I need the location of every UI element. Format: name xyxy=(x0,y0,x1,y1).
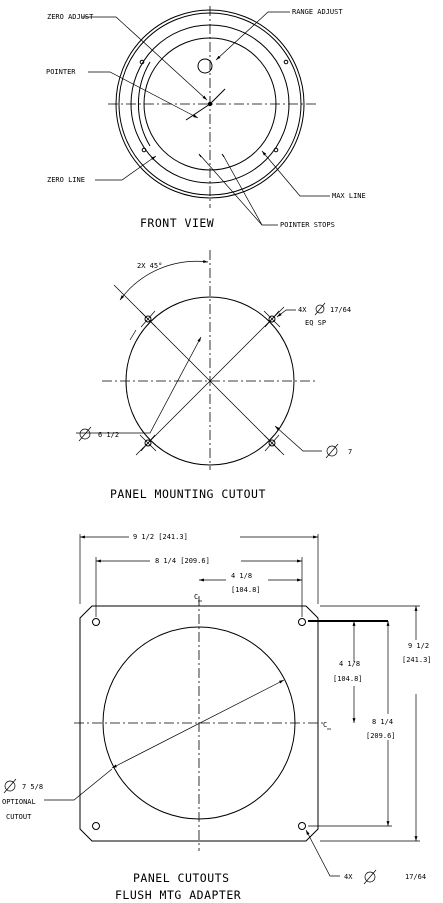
zero-line-arc xyxy=(137,61,151,147)
max-line-leader xyxy=(261,150,330,197)
diameter-icon xyxy=(314,302,326,316)
half-height-in-label: 4 1/8 xyxy=(339,660,360,668)
adapter-hole-size-label: 17/64 xyxy=(405,873,426,881)
optional-label: OPTIONAL xyxy=(2,798,36,806)
pointer-stops-leader-2 xyxy=(222,154,263,226)
adapter-title-1: PANEL CUTOUTS xyxy=(133,871,230,885)
optional-diameter-label: 7 5/8 xyxy=(22,783,43,791)
front-view: ZERO ADJUST RANGE ADJUST POINTER ZERO LI… xyxy=(46,6,366,230)
optional-cutout-circle xyxy=(102,626,296,820)
diagonal-line xyxy=(135,306,285,456)
hole-count-label: 4X xyxy=(298,306,307,314)
inner-diameter-leader xyxy=(76,336,202,434)
adapter-hole-tl xyxy=(92,618,100,626)
bezel-ring-3 xyxy=(130,24,290,184)
range-adjust-label: RANGE ADJUST xyxy=(292,8,343,16)
outer-diameter-leader xyxy=(274,425,322,452)
half-width-in-label: 4 1/8 xyxy=(231,572,252,580)
pointer-tail xyxy=(209,88,226,105)
mounting-hole-tl xyxy=(139,310,157,328)
adapter-plate xyxy=(79,605,319,842)
cutout-label: CUTOUT xyxy=(6,813,32,821)
bezel-screw xyxy=(141,147,147,153)
diameter-icon xyxy=(3,778,17,794)
angle-label: 2X 45° xyxy=(137,262,162,270)
zero-adjust-leader xyxy=(82,16,208,101)
adapter-hole-leader xyxy=(305,829,340,877)
range-adjust-knob xyxy=(197,58,213,74)
pointer-label: POINTER xyxy=(46,68,76,76)
half-width-mm-label: [104.8] xyxy=(231,586,261,594)
half-height-mm-label: [104.8] xyxy=(333,675,363,683)
zero-adjust-label: ZERO ADJUST xyxy=(47,13,94,21)
max-line-label: MAX LINE xyxy=(332,192,366,200)
diameter-icon xyxy=(78,426,92,442)
mounting-cutout-title: PANEL MOUNTING CUTOUT xyxy=(110,487,266,501)
height-total-in-label: 9 1/2 xyxy=(408,642,429,650)
angle-dimension-arc xyxy=(119,259,209,301)
zero-line-leader xyxy=(95,155,157,181)
centerline-symbol: C xyxy=(323,721,327,729)
adapter-hole-bl xyxy=(92,822,100,830)
mounting-hole-br xyxy=(263,434,281,452)
adapter-title-2: FLUSH MTG ADAPTER xyxy=(115,888,241,902)
bezel-screw xyxy=(139,59,145,65)
pointer-hub xyxy=(207,101,213,107)
optional-cutout-leader xyxy=(44,768,113,801)
dial-face xyxy=(143,37,277,171)
centerline-symbol: C xyxy=(194,593,198,601)
outer-diameter-label: 7 xyxy=(348,448,352,456)
bezel-ring-2 xyxy=(118,12,302,196)
height-total-mm-label: [241.3] xyxy=(402,656,432,664)
angle-extension-line xyxy=(129,329,137,341)
hole-size-label: 17/64 xyxy=(330,306,351,314)
height-holes-in-label: 8 1/4 xyxy=(372,718,393,726)
pointer-needle xyxy=(185,103,211,121)
cutout-diameter-line xyxy=(111,679,285,769)
range-adjust-leader xyxy=(215,11,290,61)
mounting-cutout-circle xyxy=(125,296,295,466)
diameter-icon xyxy=(325,443,339,459)
width-total-label: 9 1/2 [241.3] xyxy=(133,533,188,541)
width-holes-label: 8 1/4 [209.6] xyxy=(155,557,210,565)
mounting-hole-bl xyxy=(139,434,157,452)
adapter-hole-br xyxy=(298,822,306,830)
flush-mounting-adapter: C C 9 1/2 [241.3] 8 1/4 [209.6] 4 1/8 [1… xyxy=(2,533,432,902)
pointer-leader xyxy=(88,71,199,119)
inner-diameter-label: 6 1/2 xyxy=(98,431,119,439)
adapter-hole-tr xyxy=(298,618,306,626)
front-view-title: FRONT VIEW xyxy=(140,216,214,230)
eq-sp-label: EQ SP xyxy=(305,319,326,327)
height-holes-mm-label: [209.6] xyxy=(366,732,396,740)
mounting-hole-tr xyxy=(263,310,281,328)
bezel-screw xyxy=(283,59,289,65)
pointer-stops-label: POINTER STOPS xyxy=(280,221,335,229)
zero-line-label: ZERO LINE xyxy=(47,176,85,184)
panel-mounting-cutout: 2X 45° 4X 17/64 EQ SP 6 1/2 7 PANEL MOUN… xyxy=(76,250,352,501)
bezel-screw xyxy=(273,147,279,153)
bezel-outer-ring xyxy=(115,9,305,199)
adapter-hole-count-label: 4X xyxy=(344,873,353,881)
diameter-icon xyxy=(363,869,377,885)
angle-extension-line xyxy=(113,284,137,308)
hole-size-leader xyxy=(276,309,296,318)
